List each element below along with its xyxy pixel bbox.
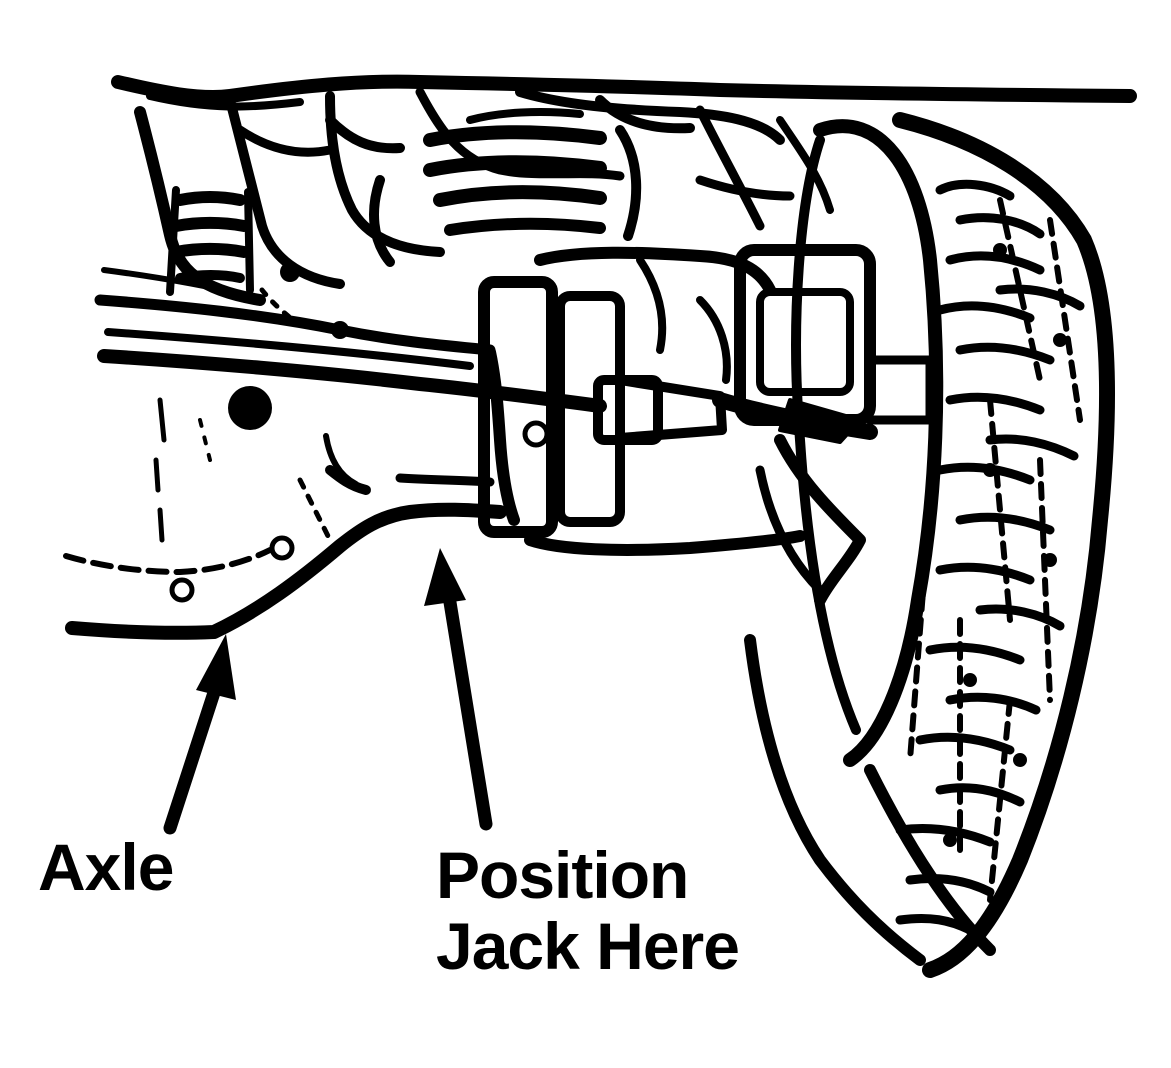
axle-assembly: [63, 244, 935, 640]
axle-label: Axle: [38, 830, 174, 904]
jack-position-label: Position Jack Here: [436, 838, 740, 984]
jack-label-line-2: Jack Here: [436, 909, 740, 984]
jack-position-pointer-arrow: [424, 548, 493, 831]
wheel-and-tire: [744, 112, 1116, 978]
jack-label-line-1: Position: [436, 838, 689, 912]
vehicle-frame: [94, 74, 1137, 356]
callout-arrows: [163, 548, 493, 835]
axle-pointer-arrow: [163, 634, 236, 835]
